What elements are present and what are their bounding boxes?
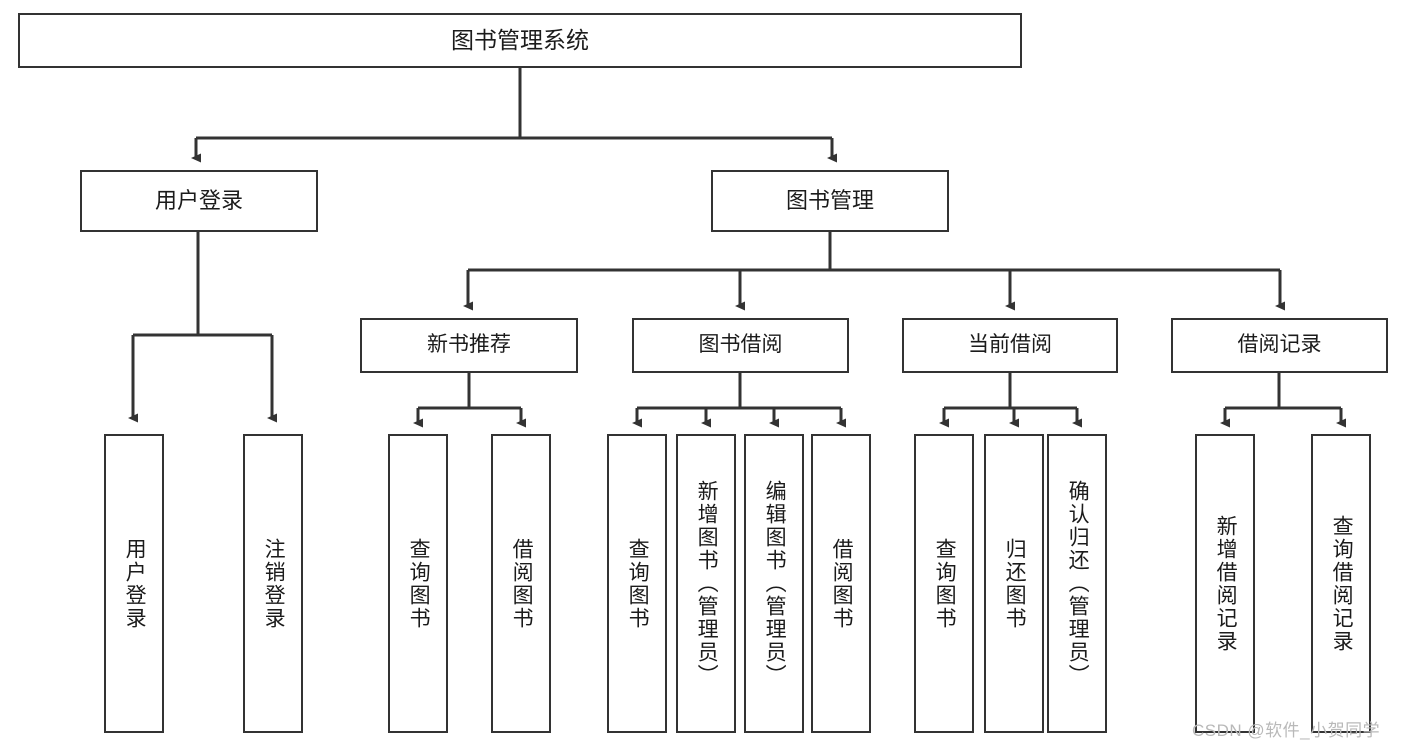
leaf-current-borrow-return-label: 归还图书 [1003,537,1027,630]
leaf-new-book-borrow-label: 借阅图书 [510,537,534,630]
node-new-book-recommend[interactable]: 新书推荐 [360,318,578,373]
node-borrow-record-label: 借阅记录 [1237,333,1322,357]
leaf-book-borrow-query[interactable]: 查询图书 [607,434,667,733]
node-current-borrow-label: 当前借阅 [968,333,1052,357]
node-user-login-label: 用户登录 [154,188,243,214]
leaf-current-borrow-query[interactable]: 查询图书 [914,434,974,733]
leaf-borrow-record-query[interactable]: 查询借阅记录 [1311,434,1371,733]
leaf-user-login-logout-label: 注销登录 [262,537,286,630]
node-book-borrow[interactable]: 图书借阅 [632,318,849,373]
leaf-new-book-query[interactable]: 查询图书 [388,434,448,733]
node-new-book-recommend-label: 新书推荐 [427,333,511,357]
leaf-book-borrow-query-label: 查询图书 [626,537,650,630]
node-book-management-label: 图书管理 [785,188,874,214]
leaf-user-login-login-label: 用户登录 [123,537,147,630]
leaf-user-login-login[interactable]: 用户登录 [104,434,164,733]
leaf-borrow-record-add-label: 新增借阅记录 [1214,514,1238,653]
leaf-current-borrow-confirm-return[interactable]: 确认归还（管理员） [1047,434,1107,733]
leaf-book-borrow-add[interactable]: 新增图书（管理员） [676,434,736,733]
leaf-new-book-query-label: 查询图书 [407,537,431,630]
node-current-borrow[interactable]: 当前借阅 [902,318,1118,373]
leaf-book-borrow-edit[interactable]: 编辑图书（管理员） [744,434,804,733]
leaf-new-book-borrow[interactable]: 借阅图书 [491,434,551,733]
leaf-user-login-logout[interactable]: 注销登录 [243,434,303,733]
leaf-current-borrow-query-label: 查询图书 [933,537,957,630]
leaf-book-borrow-add-label: 新增图书（管理员） [695,480,719,687]
leaf-book-borrow-edit-label: 编辑图书（管理员） [763,480,787,687]
leaf-book-borrow-borrow[interactable]: 借阅图书 [811,434,871,733]
node-borrow-record[interactable]: 借阅记录 [1171,318,1388,373]
csdn-watermark: CSDN @软件_小贺同学 [1192,721,1381,740]
node-book-borrow-label: 图书借阅 [698,333,783,357]
node-root-label: 图书管理系统 [451,27,589,54]
leaf-current-borrow-confirm-return-label: 确认归还（管理员） [1066,480,1090,687]
node-book-management[interactable]: 图书管理 [711,170,949,232]
leaf-borrow-record-add[interactable]: 新增借阅记录 [1195,434,1255,733]
node-root[interactable]: 图书管理系统 [18,13,1022,68]
leaf-current-borrow-return[interactable]: 归还图书 [984,434,1044,733]
leaf-borrow-record-query-label: 查询借阅记录 [1330,514,1354,653]
node-user-login[interactable]: 用户登录 [80,170,318,232]
leaf-book-borrow-borrow-label: 借阅图书 [830,537,854,630]
